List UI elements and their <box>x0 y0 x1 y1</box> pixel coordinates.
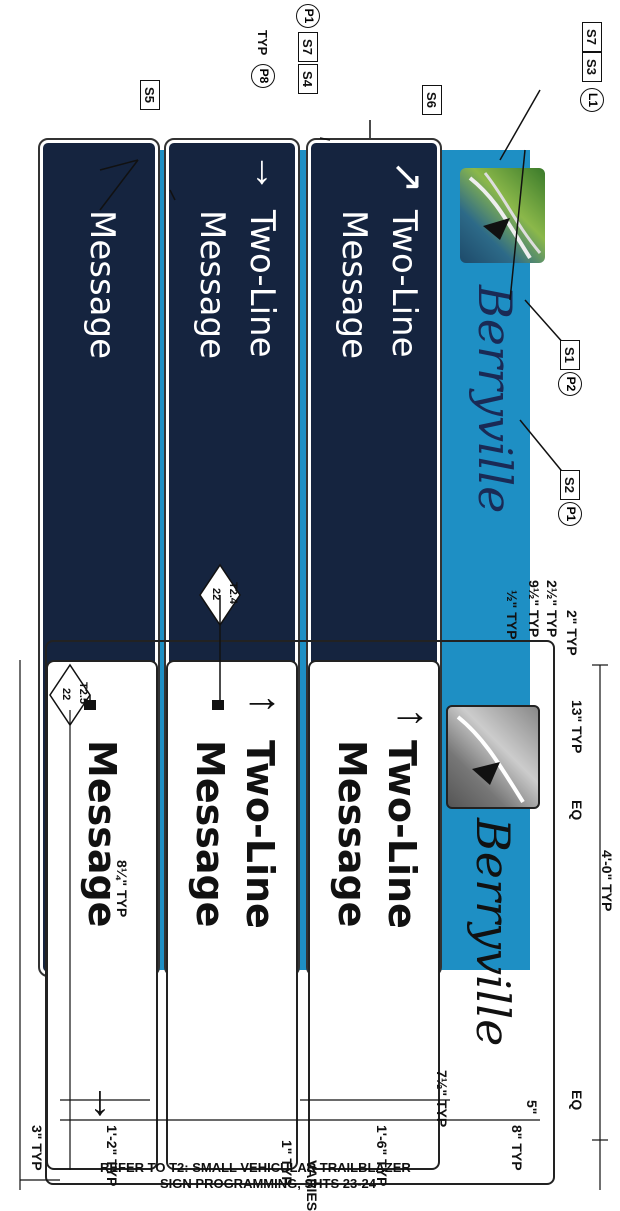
dim-4ft-typ: 4'-0" TYP <box>599 850 615 912</box>
note-line-2: SIGN PROGRAMMING, SHTS 23-24 <box>160 1176 376 1191</box>
dim-9-half-typ: 9½" TYP <box>526 580 542 638</box>
dim-1ft6-typ: 1'-6" TYP <box>374 1125 390 1187</box>
dim-7-half-typ: 7½" TYP <box>434 1070 450 1128</box>
dim-2-typ: 2" TYP <box>564 610 580 656</box>
note-line-1: REFER TO T2: SMALL VEHICULAR TRAILBLAZER <box>100 1160 411 1175</box>
dim-8-typ: 8" TYP <box>509 1125 525 1171</box>
trail-photo <box>460 168 545 263</box>
dim-8-quarter-typ: 8¼" TYP <box>114 860 130 918</box>
marker-t24-icon <box>199 563 241 710</box>
photo-path-icon <box>468 172 542 260</box>
marker-t24-number: 22 <box>210 588 222 601</box>
dim-2-half-typ: 2½" TYP <box>544 580 560 638</box>
dim-half-typ: ½" TYP <box>504 590 520 640</box>
dim-13-typ: 13" TYP <box>569 700 585 754</box>
line-photo-path-icon <box>456 715 525 804</box>
marker-t25-label: T2.5 <box>77 682 89 705</box>
trail-marker-icon <box>483 218 510 240</box>
marker-t25-icon <box>49 663 96 1170</box>
dim-eq-1: EQ <box>569 800 585 821</box>
dim-eq-2: EQ <box>569 1090 585 1111</box>
line-trail-marker-icon <box>472 762 500 785</box>
dim-5in: 5" <box>524 1100 540 1115</box>
dim-1ft2-typ: 1'-2" TYP <box>104 1125 120 1187</box>
dim-3-typ: 3" TYP <box>29 1125 45 1171</box>
marker-t24-label: T2.4 <box>227 582 239 605</box>
line-trail-photo <box>446 705 540 809</box>
marker-t25-number: 22 <box>60 688 72 701</box>
